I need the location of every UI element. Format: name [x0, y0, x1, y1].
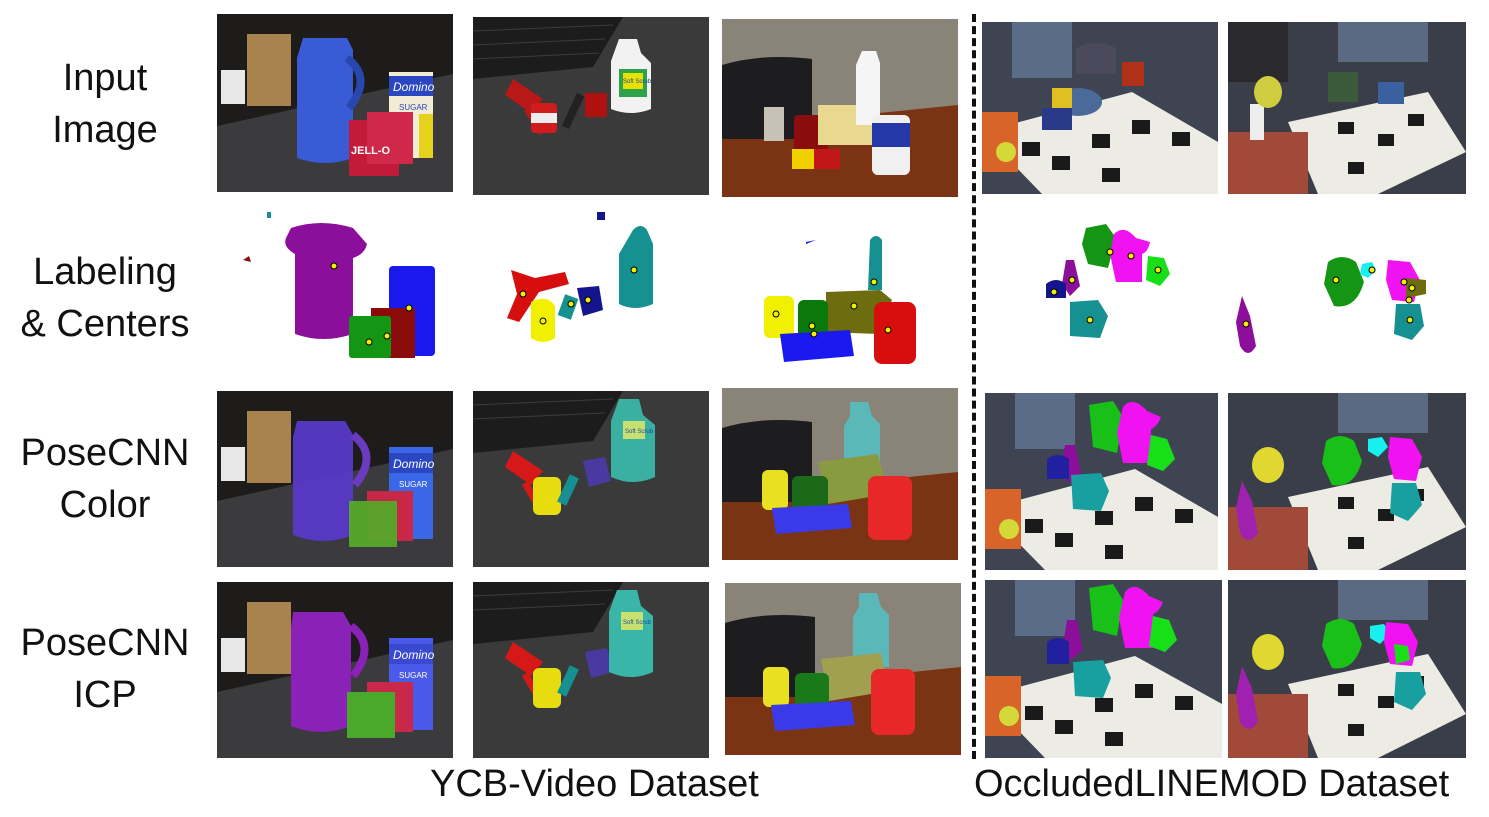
caption-ycb-video-dataset: YCB-Video Dataset [430, 763, 759, 805]
pose-icp-jello [347, 692, 395, 738]
pose-icp-cat [1149, 616, 1177, 652]
pose-icp-pitcher [291, 612, 351, 732]
pose-color-occluded-scene-1 [985, 393, 1218, 570]
svg-text:Domino: Domino [393, 648, 435, 662]
red-block [585, 93, 607, 117]
office-chair [722, 57, 812, 139]
pose-icp-duck [1236, 666, 1258, 729]
segment-bleach [868, 236, 882, 290]
pose-icp-holepuncher [1073, 660, 1111, 698]
pose-overlay-clamp [505, 451, 543, 485]
segment-glue [1046, 280, 1066, 298]
pose-color-ycb-scene-3 [722, 388, 958, 560]
pose-overlay-can [1322, 436, 1362, 486]
pose-icp-watering-can [1384, 622, 1418, 666]
label-map-ycb-scene-3 [722, 204, 958, 384]
pose-overlay-soup-can [533, 477, 561, 515]
pose-icp-ycb-scene-3 [725, 583, 961, 755]
image-occluded-scene-1-input [982, 22, 1218, 194]
caption-occluded-linemod-dataset: OccludedLINEMOD Dataset [974, 763, 1450, 805]
row-label-input-image: Input Image [52, 57, 158, 151]
pose-icp-bleach [853, 593, 889, 667]
segment-jello-green [349, 316, 391, 358]
segment-box [780, 330, 854, 362]
image-ycb-scene-3-input [722, 19, 958, 197]
svg-text:Soft Scrub: Soft Scrub [623, 79, 652, 85]
bleach-bottle [856, 51, 880, 125]
keyboard [473, 17, 623, 79]
pose-overlay-can [1089, 401, 1123, 453]
svg-text:SUGAR: SUGAR [399, 103, 428, 112]
pose-icp-can [1322, 619, 1362, 669]
segment-cleanser [619, 226, 653, 308]
segment-can [1324, 257, 1364, 307]
dataset-divider [972, 14, 976, 759]
pose-overlay-cat [1368, 437, 1388, 457]
label-map-ycb-scene-2 [473, 204, 709, 384]
pose-icp-box [771, 701, 855, 731]
watering-can [1076, 43, 1116, 74]
svg-text:Soft Scrub: Soft Scrub [625, 429, 654, 435]
segment-cat [1360, 262, 1376, 278]
svg-text:Domino: Domino [393, 80, 435, 94]
blue-pitcher [297, 38, 353, 163]
pose-icp-clamp [505, 642, 543, 676]
segment-can [1082, 224, 1116, 268]
pose-overlay-coffee-can [868, 476, 912, 540]
pose-overlay-watering-can [1388, 437, 1422, 481]
label-map-occluded-scene-1 [982, 204, 1218, 384]
pose-icp-occluded-scene-2 [1228, 580, 1466, 758]
row-label-posecnn-color: PoseCNN Color [20, 432, 190, 526]
pose-overlay-cleanser [611, 399, 655, 482]
pose-overlay-cat [1147, 435, 1175, 471]
pose-icp-cleanser [609, 590, 653, 677]
segment-clamp [507, 270, 569, 322]
svg-text:SUGAR: SUGAR [399, 671, 428, 680]
pose-icp-ycb-scene-2: Soft Scrub [473, 582, 709, 758]
segment-can-yellow [764, 296, 794, 338]
pose-overlay-holepuncher [1390, 483, 1422, 521]
pose-overlay-glue [1047, 455, 1069, 479]
pose-icp-glue [1047, 638, 1069, 664]
row-label-posecnn-icp: PoseCNN ICP [20, 622, 190, 716]
cardboard-box [247, 34, 291, 106]
pose-icp-coffee-can [871, 669, 915, 735]
pose-icp-soup-can [533, 668, 561, 708]
pose-icp-ycb-scene-1: Domino SUGAR [217, 582, 453, 758]
pose-icp-can [1089, 584, 1123, 636]
segment-mug [798, 300, 828, 340]
label-map-ycb-scene-1 [217, 204, 453, 384]
row-label-labeling-centers: Labeling & Centers [20, 251, 190, 345]
svg-text:Soft Scrub: Soft Scrub [623, 620, 652, 626]
pose-icp-occluded-scene-1 [985, 580, 1222, 758]
pose-color-ycb-scene-1: Domino SUGAR [217, 391, 453, 567]
pose-overlay-jello [349, 501, 397, 547]
image-ycb-scene-2-input: Soft Scrub [473, 17, 709, 195]
pose-color-ycb-scene-2: Soft Scrub [473, 391, 709, 567]
pose-overlay-box [772, 504, 852, 534]
svg-text:Domino: Domino [393, 457, 435, 471]
svg-text:SUGAR: SUGAR [399, 480, 428, 489]
pose-icp-mug [795, 673, 829, 711]
image-occluded-scene-2-input [1228, 22, 1466, 194]
pose-overlay-can-yellow [762, 470, 788, 510]
pose-icp-can-yellow [763, 667, 789, 707]
pose-color-occluded-scene-2 [1228, 393, 1466, 570]
label-map-occluded-scene-2 [1228, 204, 1466, 384]
segment-pitcher [285, 223, 367, 339]
segment-coffee-can [874, 302, 916, 364]
svg-text:JELL-O: JELL-O [351, 145, 391, 157]
pose-overlay-pitcher [293, 421, 353, 541]
pose-icp-holepuncher [1394, 672, 1426, 710]
image-ycb-scene-1-input: Domino SUGAR JELL-O [217, 14, 453, 192]
pose-overlay-holepuncher [1071, 473, 1109, 511]
pose-overlay-duck [1236, 481, 1258, 540]
